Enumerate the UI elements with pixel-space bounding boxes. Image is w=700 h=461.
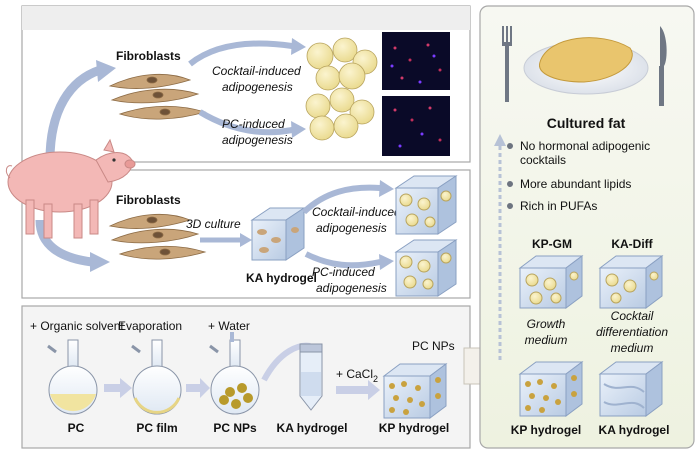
panel-right: Cultured fat No hormonal adipogenic cock… — [479, 5, 695, 449]
cube-top-right-label: KA-Diff — [611, 237, 653, 251]
panel-right-frame — [479, 5, 695, 449]
mid-culture-arrow-head — [240, 233, 252, 247]
medium-right-3: medium — [611, 341, 654, 355]
mid-culture-label: 3D culture — [186, 217, 241, 231]
pig-arrow-up-head — [96, 60, 116, 82]
flask-label-pc: PC — [68, 421, 85, 435]
step-water-label: + Water — [208, 319, 250, 333]
mid-cube-pc — [394, 239, 458, 297]
micrograph-pc — [382, 96, 450, 156]
cube-kp-hydrogel — [518, 361, 584, 417]
medium-right-1: Cocktail — [611, 309, 654, 323]
medium-left-2: medium — [525, 333, 568, 347]
panel-bottom: + Organic solvent Evaporation + Water — [21, 305, 471, 449]
right-title: Cultured fat — [547, 115, 626, 131]
flask-label-pc-nps: PC NPs — [213, 421, 257, 435]
dotted-arrow-head — [494, 134, 506, 146]
cube-bottom-left-label: KP hydrogel — [511, 423, 581, 437]
mid-hydrogel-label: KA hydrogel — [246, 271, 317, 285]
panel-middle: Fibroblasts 3D culture KA hydrogel Co — [21, 169, 471, 299]
top-route-1-line-1: Cocktail-induced — [212, 64, 301, 78]
pig-illustration — [5, 138, 136, 239]
top-arrow-up — [188, 40, 293, 67]
panel-top-shade — [22, 6, 470, 30]
cube-ka-diff — [598, 255, 664, 309]
mid-route-2-line-2: adipogenesis — [316, 281, 387, 295]
cube-bottom-right-label: KA hydrogel — [599, 423, 670, 437]
flask-label-pc-film: PC film — [136, 421, 177, 435]
top-arrow-up-head — [291, 38, 306, 55]
mid-route-1-line-2: adipogenesis — [316, 221, 387, 235]
top-arrow-down — [198, 109, 293, 136]
medium-left-1: Growth — [527, 317, 566, 331]
mid-arrow-down-head — [379, 254, 394, 270]
cube-ka-hydrogel — [598, 361, 664, 417]
knife-icon — [659, 26, 667, 106]
step-cacl-label: + CaCl2 — [336, 367, 378, 384]
top-fibroblasts-label: Fibroblasts — [116, 49, 181, 63]
flask-pc — [47, 339, 98, 415]
bullet-3: Rich in PUFAs — [520, 199, 597, 213]
top-route-2-line-2: adipogenesis — [222, 133, 293, 147]
mid-fibroblasts-label: Fibroblasts — [116, 193, 181, 207]
arrow-flask-2 — [186, 378, 210, 398]
top-route-1-line-2: adipogenesis — [222, 80, 293, 94]
panel-top: Fibroblasts Cocktail-induced adipogenesi… — [21, 5, 471, 163]
bullet-1-a: No hormonal adipogenic — [520, 139, 650, 153]
bullet-dot-1 — [507, 143, 513, 149]
mid-fibroblast-cells — [108, 213, 207, 260]
pig-arrow-down-head — [90, 252, 110, 272]
pig-arrow-down — [35, 219, 93, 267]
top-arrow-down-head — [291, 121, 306, 138]
mid-arrow-up-head — [379, 180, 394, 197]
bullet-1-b: cocktails — [520, 153, 566, 167]
micrograph-cocktail — [382, 32, 450, 90]
cube-top-left-label: KP-GM — [532, 237, 572, 251]
flask-pc-nps — [209, 332, 260, 415]
mid-route-2-line-1: PC-induced — [312, 265, 375, 279]
top-route-2-line-1: PC-induced — [222, 117, 285, 131]
pig-arrow-up — [45, 65, 102, 161]
bullet-dot-2 — [507, 181, 513, 187]
bullet-2: More abundant lipids — [520, 177, 631, 191]
arrow-flask-1 — [104, 378, 132, 398]
mid-ka-cube — [250, 207, 306, 261]
kp-np-label: PC NPs — [412, 339, 455, 353]
kp-hydrogel-label: KP hydrogel — [379, 421, 449, 435]
mid-cube-cocktail — [394, 175, 458, 235]
tube-ka-hydrogel — [299, 343, 323, 411]
step-evaporation-label: Evaporation — [118, 319, 182, 333]
fork-icon — [502, 26, 512, 102]
arrow-cacl — [336, 380, 380, 400]
mid-arrow-up — [301, 184, 381, 215]
bottom-kp-cube — [382, 363, 448, 419]
bullet-dot-3 — [507, 203, 513, 209]
bullet-1-line: No hormonal adipogenic cocktails — [520, 139, 653, 167]
tube-label: KA hydrogel — [277, 421, 348, 435]
medium-right-2: differentiation — [596, 325, 668, 339]
mid-route-1-line-1: Cocktail-induced — [312, 205, 401, 219]
step-organic-label: + Organic solvent — [30, 319, 124, 333]
mid-arrow-down — [304, 251, 381, 269]
fat-piece — [539, 37, 633, 83]
cube-kp-gm — [518, 255, 584, 309]
top-droplets-2 — [305, 87, 375, 141]
flask-pc-film — [131, 339, 182, 415]
top-droplets-1 — [306, 37, 378, 91]
